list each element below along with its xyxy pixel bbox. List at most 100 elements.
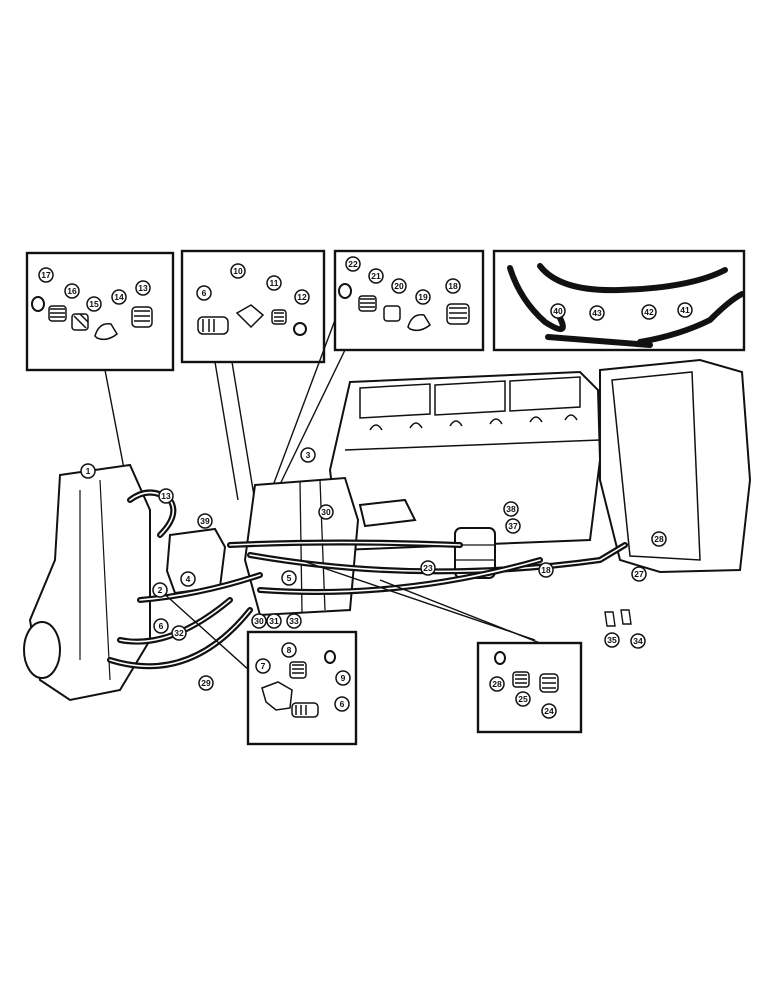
svg-text:12: 12	[297, 292, 307, 302]
callout-group-panel4: 40 43 42 41	[550, 302, 693, 321]
svg-text:22: 22	[348, 259, 358, 269]
callout-6: 6	[153, 618, 169, 634]
callout-32: 32	[171, 625, 187, 641]
inset-panel-adapter-fittings: 28 25 24	[476, 641, 583, 734]
callout-43: 43	[589, 305, 605, 321]
svg-text:7: 7	[261, 661, 266, 671]
callout-group-main: 1 13 39 3 30 38 37 28 27 18 23 5 4 2 6 3…	[80, 447, 667, 691]
callout-38: 38	[503, 501, 519, 517]
svg-text:31: 31	[269, 616, 279, 626]
callout-24: 24	[541, 703, 557, 719]
callout-41: 41	[677, 302, 693, 318]
svg-text:18: 18	[448, 281, 458, 291]
inset-panel-valve-fittings: 22 21 20 19 18	[333, 249, 485, 352]
svg-text:10: 10	[233, 266, 243, 276]
inset-panel-transmission-fittings: 17 16 15 14 13	[25, 251, 175, 372]
svg-text:41: 41	[680, 305, 690, 315]
svg-text:21: 21	[371, 271, 381, 281]
svg-text:40: 40	[553, 306, 563, 316]
svg-text:13: 13	[138, 283, 148, 293]
svg-text:11: 11	[270, 278, 279, 288]
callout-29: 29	[198, 675, 214, 691]
callout-34: 34	[630, 633, 646, 649]
svg-text:28: 28	[654, 534, 664, 544]
svg-text:9: 9	[341, 673, 346, 683]
callout-13: 13	[135, 280, 151, 296]
callout-group-panel3: 22 21 20 19 18	[345, 256, 461, 305]
callout-group-panel6: 28 25 24	[489, 676, 557, 719]
svg-text:34: 34	[633, 636, 643, 646]
engine-block	[23, 358, 752, 702]
inset-panel-elbow-fittings: 7 8 9 6	[246, 630, 358, 746]
svg-text:14: 14	[114, 292, 124, 302]
callout-17: 17	[38, 267, 54, 283]
svg-text:18: 18	[541, 565, 551, 575]
callout-27: 27	[631, 566, 647, 582]
callout-18: 18	[538, 562, 554, 578]
svg-text:37: 37	[508, 521, 518, 531]
svg-text:13: 13	[161, 491, 171, 501]
svg-text:39: 39	[200, 516, 210, 526]
callout-13: 13	[158, 488, 174, 504]
svg-text:8: 8	[287, 645, 292, 655]
svg-text:30: 30	[321, 507, 331, 517]
svg-text:29: 29	[201, 678, 211, 688]
svg-text:38: 38	[506, 504, 516, 514]
callout-group-panel2: 6 10 11 12	[196, 263, 310, 305]
svg-text:27: 27	[634, 569, 644, 579]
callout-18: 18	[445, 278, 461, 294]
callout-5: 5	[281, 570, 297, 586]
callout-10: 10	[230, 263, 246, 279]
callout-40: 40	[550, 303, 566, 319]
callout-28: 28	[651, 531, 667, 547]
svg-text:23: 23	[423, 563, 433, 573]
svg-text:17: 17	[41, 270, 51, 280]
svg-text:28: 28	[492, 679, 502, 689]
callout-22: 22	[345, 256, 361, 272]
callout-21: 21	[368, 268, 384, 284]
svg-text:33: 33	[289, 616, 299, 626]
callout-15: 15	[86, 296, 102, 312]
callout-group-panel5: 7 8 9 6	[255, 642, 351, 712]
callout-19: 19	[415, 289, 431, 305]
callout-30b: 30	[251, 613, 267, 629]
svg-text:2: 2	[158, 585, 163, 595]
svg-text:20: 20	[394, 281, 404, 291]
callout-14: 14	[111, 289, 127, 305]
svg-text:35: 35	[607, 635, 617, 645]
svg-text:6: 6	[159, 621, 164, 631]
svg-text:25: 25	[518, 694, 528, 704]
svg-text:1: 1	[86, 466, 91, 476]
callout-4: 4	[180, 571, 196, 587]
callout-37: 37	[505, 518, 521, 534]
svg-text:43: 43	[592, 308, 602, 318]
callout-3: 3	[300, 447, 316, 463]
callout-9: 9	[335, 670, 351, 686]
inset-panel-hose-assemblies: 40 43 42 41	[492, 249, 746, 352]
callout-35: 35	[604, 632, 620, 648]
callout-12: 12	[294, 289, 310, 305]
callout-7: 7	[255, 658, 271, 674]
callout-42: 42	[641, 304, 657, 320]
callout-31: 31	[266, 613, 282, 629]
svg-text:42: 42	[644, 307, 654, 317]
callout-25: 25	[515, 691, 531, 707]
svg-text:19: 19	[418, 292, 428, 302]
svg-text:4: 4	[186, 574, 191, 584]
svg-text:6: 6	[340, 699, 345, 709]
callout-group-panel1: 17 16 15 14 13	[38, 267, 151, 312]
callout-30: 30	[318, 504, 334, 520]
inset-panel-pump-fittings: 6 10 11 12	[180, 249, 326, 364]
svg-text:30: 30	[254, 616, 264, 626]
callout-6c: 6	[334, 696, 350, 712]
callout-33: 33	[286, 613, 302, 629]
callout-2: 2	[152, 582, 168, 598]
callout-23: 23	[420, 560, 436, 576]
callout-1: 1	[80, 463, 96, 479]
svg-text:6: 6	[202, 288, 207, 298]
callout-6: 6	[196, 285, 212, 301]
callout-28b: 28	[489, 676, 505, 692]
svg-text:15: 15	[89, 299, 99, 309]
callout-11: 11	[266, 275, 282, 291]
